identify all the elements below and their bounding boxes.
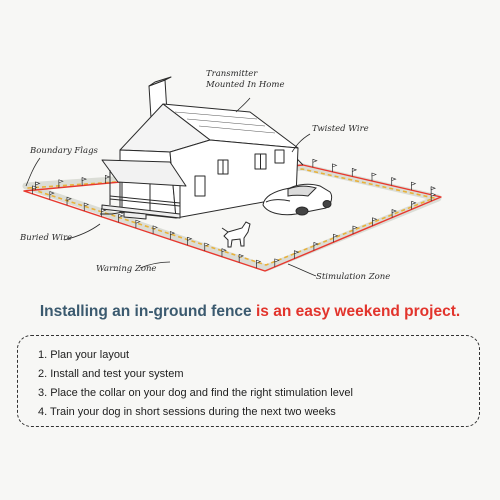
step-item: 1. Plan your layout — [38, 349, 130, 361]
boundary-flag — [118, 213, 124, 223]
dog-sketch — [221, 221, 251, 248]
boundary-flag — [204, 242, 210, 251]
boundary-flag — [351, 167, 358, 177]
boundary-flag — [332, 163, 338, 172]
headline-highlight: is an easy weekend project. — [255, 303, 461, 320]
transmitter-label: Transmitter Mounted In Home — [206, 69, 285, 90]
boundary-flag — [293, 250, 300, 259]
boundary-flag — [313, 242, 319, 251]
boundary-flag — [105, 174, 111, 184]
boundary-flag — [35, 181, 41, 190]
boundary-flag — [221, 248, 227, 257]
boundary-flag — [333, 233, 339, 243]
boundary-flag — [256, 259, 262, 269]
car-sketch — [262, 183, 333, 216]
boundary-flag — [49, 191, 55, 200]
boundary-flag — [66, 196, 72, 206]
callout-leaders — [25, 97, 317, 277]
step-item: 2. Install and test your system — [38, 368, 184, 380]
twisted-wire-label: Twisted Wire — [312, 124, 369, 134]
boundary-flag — [372, 217, 378, 226]
boundary-flag — [391, 177, 397, 186]
step-item: 3. Place the collar on your dog and find… — [38, 387, 353, 399]
headline: Installing an in-ground fence is an easy… — [0, 303, 500, 321]
boundary-flag — [411, 200, 417, 210]
boundary-flag — [83, 202, 90, 211]
boundary-flag — [274, 258, 280, 267]
boundary-flag — [312, 158, 318, 168]
boundary-flag — [169, 231, 176, 240]
stimulation-zone-label: Stimulation Zone — [316, 272, 391, 282]
boundary-flag — [152, 225, 158, 234]
boundary-flag — [371, 172, 377, 181]
boundary-flag — [238, 253, 245, 263]
fence-installation-illustration — [22, 76, 442, 277]
boundary-flag — [81, 177, 87, 186]
boundary-flags-label: Boundary Flags — [30, 146, 98, 156]
boundary-flag — [135, 219, 141, 229]
buried-wire-label: Buried Wire — [20, 233, 73, 243]
warning-zone-label: Warning Zone — [96, 264, 157, 274]
boundary-flag — [352, 225, 358, 234]
boundary-flag — [411, 181, 417, 191]
step-item: 4. Train your dog in short sessions duri… — [38, 406, 336, 418]
headline-prefix: Installing an in-ground fence — [39, 303, 256, 320]
boundary-flag — [187, 236, 193, 246]
boundary-flag — [430, 192, 437, 202]
steps-list: 1. Plan your layout 2. Install and test … — [38, 346, 479, 422]
boundary-flag — [391, 209, 397, 218]
boundary-flag — [58, 179, 64, 188]
boundary-flag — [32, 185, 38, 194]
steps-box: 1. Plan your layout 2. Install and test … — [17, 335, 480, 427]
